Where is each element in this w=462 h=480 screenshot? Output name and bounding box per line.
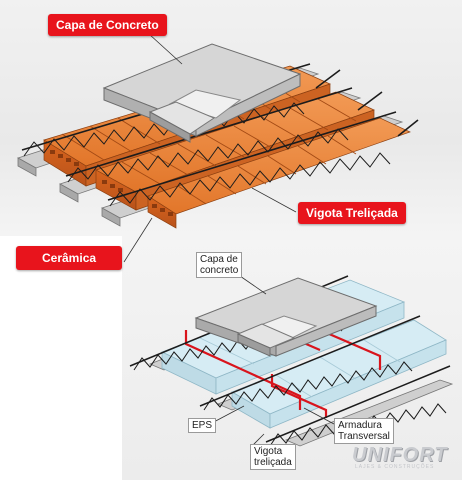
concrete-cap	[102, 43, 302, 143]
label-capa-de-concreto: Capa de Concreto	[48, 14, 167, 36]
callout-eps: EPS	[188, 418, 217, 433]
callout-armadura-transversal: Armadura Transversal	[334, 418, 394, 444]
unifort-logo: UNIFORT	[352, 444, 448, 466]
label-ceramica: Cerâmica	[16, 246, 123, 270]
label-vigota-trelicada: Vigota Treliçada	[298, 202, 406, 224]
callout-capa-de-concreto: Capa de concreto	[196, 252, 243, 278]
eps-slab-diagram	[129, 275, 454, 447]
unifort-logo-subtext: LAJES & CONSTRUÇÕES	[355, 464, 435, 470]
callout-vigota-trelicada: Vigota treliçada	[250, 444, 296, 470]
eps-concrete-cap	[194, 277, 378, 357]
